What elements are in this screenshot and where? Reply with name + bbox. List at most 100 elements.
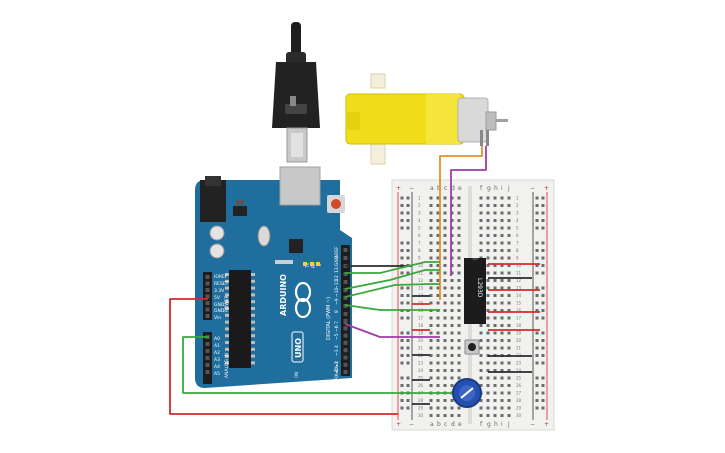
chip-pin: [251, 354, 255, 358]
breadboard-hole: [507, 294, 511, 297]
breadboard-hole: [479, 211, 483, 215]
rail-hole: [541, 354, 545, 357]
header-hole: [343, 248, 348, 252]
chip-pin: [225, 334, 229, 338]
rail-plus-bottom-right: +: [544, 421, 549, 428]
breadboard-hole: [457, 339, 461, 342]
header-hole: [205, 275, 210, 279]
rail-hole: [535, 354, 539, 357]
breadboard-hole: [443, 309, 447, 312]
rail-minus-bottom-right: −: [530, 421, 535, 428]
breadboard-hole: [436, 196, 440, 200]
breadboard-hole: [493, 384, 497, 387]
breadboard-hole: [457, 414, 461, 417]
rail-hole: [406, 346, 410, 350]
row-label-right: 20: [516, 338, 522, 343]
rail-plus-bottom-left: +: [396, 421, 401, 428]
pin-label-10: ~10: [334, 287, 340, 297]
rail-hole: [535, 271, 539, 275]
breadboard-hole: [507, 271, 511, 275]
rail-hole: [535, 256, 539, 260]
breadboard-hole: [436, 339, 440, 342]
rail-hole: [541, 361, 545, 365]
breadboard-hole: [436, 286, 440, 290]
rail-hole: [406, 219, 410, 222]
pin-label-a4: A4: [214, 364, 220, 370]
breadboard-hole: [493, 399, 497, 402]
breadboard-hole: [443, 279, 447, 282]
analog-label: ANALOG IN: [224, 353, 230, 378]
breadboard-hole: [450, 204, 454, 207]
rail-hole: [406, 384, 410, 387]
ic-label: L293D: [476, 278, 483, 298]
breadboard-hole: [507, 399, 511, 402]
digital-label: DIGITAL (PWM ~): [326, 297, 332, 340]
breadboard-hole: [507, 331, 511, 335]
row-label-right: 26: [516, 383, 522, 388]
breadboard-hole: [457, 316, 461, 320]
breadboard-hole: [500, 324, 504, 327]
breadboard-hole: [450, 249, 454, 252]
row-label-right: 18: [516, 323, 522, 328]
breadboard-hole: [507, 316, 511, 320]
breadboard-hole: [507, 234, 511, 237]
breadboard-hole: [486, 369, 490, 372]
rail-plus-top-right: +: [544, 185, 549, 192]
chip-pin: [251, 361, 255, 365]
rail-hole: [400, 226, 404, 230]
row-label-right: 3: [516, 211, 519, 216]
row-label-left: 9: [418, 256, 421, 261]
rail-hole: [406, 204, 410, 207]
pin-label-a1: A1: [214, 343, 220, 349]
pin-label-5: ~5: [334, 333, 340, 340]
rail-hole: [535, 219, 539, 222]
breadboard-hole: [450, 316, 454, 320]
breadboard-hole: [493, 264, 497, 267]
breadboard-hole: [486, 331, 490, 335]
row-label-left: 30: [418, 413, 424, 418]
breadboard-hole: [443, 301, 447, 305]
rail-hole: [541, 249, 545, 252]
rail-hole: [541, 226, 545, 230]
breadboard-hole: [507, 286, 511, 290]
breadboard-hole: [500, 204, 504, 207]
breadboard-hole: [500, 219, 504, 222]
rail-hole: [400, 249, 404, 252]
breadboard-hole: [443, 256, 447, 260]
breadboard-hole: [450, 384, 454, 387]
pin-label-gnd2: GND: [214, 308, 225, 314]
breadboard-hole: [500, 256, 504, 260]
column-letters-bottom: + − a b c d e f g h i j − +: [396, 421, 549, 428]
breadboard-hole: [429, 331, 433, 335]
pin-label-6: ~6: [334, 325, 340, 332]
col-c-top: c: [444, 185, 447, 192]
rail-hole: [541, 376, 545, 380]
header-hole: [343, 362, 348, 367]
rail-hole: [535, 286, 539, 290]
breadboard-hole: [450, 211, 454, 215]
header-hole: [343, 333, 348, 338]
rail-hole: [400, 219, 404, 222]
row-label-right: 27: [516, 391, 522, 396]
uno-mark: UNO: [291, 331, 304, 363]
chip-pin: [225, 293, 229, 297]
rail-hole: [541, 256, 545, 260]
breadboard-hole: [450, 324, 454, 327]
chip-pin: [225, 307, 229, 310]
col-h-top: h: [494, 185, 498, 192]
rail-hole: [541, 286, 545, 290]
row-label-left: 18: [418, 323, 424, 328]
chip-pin: [225, 273, 229, 276]
rail-hole: [406, 286, 410, 290]
breadboard-hole: [486, 316, 490, 320]
rail-hole: [400, 406, 404, 410]
row-label-right: 9: [516, 256, 519, 261]
breadboard-hole: [493, 331, 497, 335]
rail-hole: [535, 264, 539, 267]
breadboard-hole: [443, 331, 447, 335]
breadboard-hole: [500, 249, 504, 252]
rail-hole: [400, 331, 404, 335]
breadboard-hole: [493, 324, 497, 327]
rail-hole: [541, 399, 545, 402]
breadboard-hole: [457, 301, 461, 305]
